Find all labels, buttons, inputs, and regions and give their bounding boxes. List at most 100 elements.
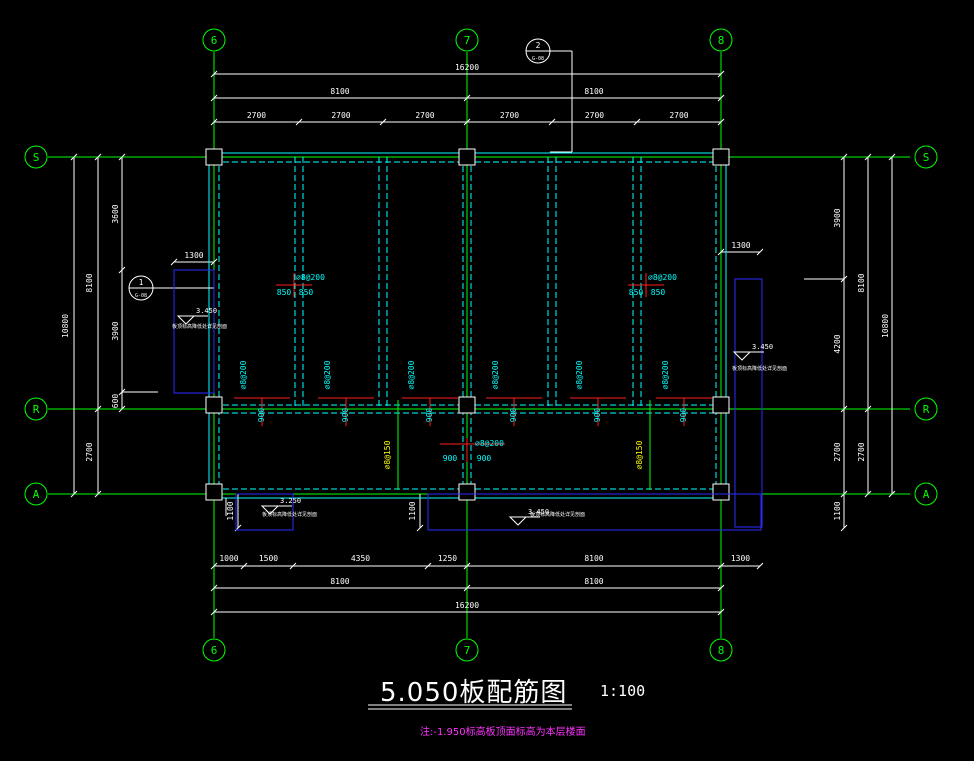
rebar-spec-support: ⌀8@200 — [491, 360, 500, 389]
dim-tick — [210, 118, 218, 126]
dim-half-top: 8100 — [330, 87, 349, 96]
dim-tick — [717, 248, 725, 256]
dim-segment-bottom: 1000 — [219, 554, 238, 563]
grid-column-label: 7 — [464, 34, 471, 47]
dim-left-inner: 3600 — [111, 204, 120, 223]
opening-note: 板顶标高降低处详见剖面 — [172, 323, 227, 330]
dim-right-bottom-offset: 1100 — [833, 501, 842, 520]
section-mark-number: 1 — [139, 278, 144, 287]
level-mark-value: 3.250 — [280, 497, 301, 505]
dim-bay-top: 2700 — [331, 111, 350, 120]
dim-tick — [633, 118, 641, 126]
column — [205, 396, 223, 414]
column — [458, 148, 476, 166]
grid-bubble-row — [914, 482, 938, 506]
grid-column-label: 7 — [464, 644, 471, 657]
opening-note: 板顶标高降低处详见剖面 — [732, 365, 787, 372]
level-mark-value: 3.450 — [752, 343, 773, 351]
dim-segment-bottom: 1500 — [259, 554, 278, 563]
dim-tick — [548, 118, 556, 126]
dim-right-inner: 3900 — [833, 208, 842, 227]
dim-tick — [463, 584, 471, 592]
column — [712, 148, 730, 166]
rebar-spec-upper: ⌀8@200 — [648, 273, 677, 282]
grid-column-label: 8 — [718, 644, 725, 657]
dim-tick — [94, 153, 102, 161]
section-mark-sheet: G-08 — [135, 293, 147, 299]
dim-bay-top: 2700 — [500, 111, 519, 120]
dim-left-mid: 8100 — [85, 273, 94, 292]
grid-bubble-row — [914, 397, 938, 421]
dim-tick — [416, 524, 424, 532]
dim-tick — [210, 608, 218, 616]
rebar-spec-lower: ⌀8@150 — [635, 440, 644, 469]
dim-tick — [210, 94, 218, 102]
opening-left — [173, 269, 215, 394]
dim-segment-bottom: 4350 — [351, 554, 370, 563]
grid-bubble-row — [24, 145, 48, 169]
dim-opening-right: 1300 — [731, 241, 750, 250]
dim-bay-top: 2700 — [669, 111, 688, 120]
grid-bubble-row — [914, 145, 938, 169]
dim-tick — [888, 490, 896, 498]
drawing-scale: 1:100 — [600, 682, 646, 700]
rebar-length-support: 900 — [509, 408, 518, 423]
dim-tick — [240, 562, 248, 570]
grid-bubble-column — [455, 28, 479, 52]
grid-column-label: 6 — [211, 34, 218, 47]
dim-tick — [840, 524, 848, 532]
column — [712, 396, 730, 414]
rebar-spec-upper: ⌀8@200 — [296, 273, 325, 282]
dim-segment-bottom: 1250 — [438, 554, 457, 563]
column — [712, 483, 730, 501]
column — [458, 396, 476, 414]
dim-tick — [424, 562, 432, 570]
dim-tick — [94, 490, 102, 498]
dim-tick — [118, 153, 126, 161]
grid-row-label: S — [33, 151, 40, 164]
dim-bottom-mid-offset: 1100 — [408, 501, 417, 520]
grid-row-label: R — [33, 403, 40, 416]
dim-right-inner: 4200 — [833, 334, 842, 353]
dim-right-mid: 2700 — [857, 442, 866, 461]
dim-tick — [756, 248, 764, 256]
dim-tick — [70, 490, 78, 498]
rebar-length-support: 900 — [341, 408, 350, 423]
opening-bottom-mid — [427, 493, 762, 531]
dim-left-inner: 3900 — [111, 321, 120, 340]
rebar-spec-support: ⌀8@200 — [323, 360, 332, 389]
opening-bottom-left — [235, 493, 294, 531]
rebar-spec-support: ⌀8@200 — [239, 360, 248, 389]
rebar-spec-lower: ⌀8@150 — [383, 440, 392, 469]
dim-tick — [463, 562, 471, 570]
dim-segment-bottom: 8100 — [584, 554, 603, 563]
dim-tick — [70, 153, 78, 161]
dim-tick — [864, 490, 872, 498]
dim-tick — [840, 490, 848, 498]
level-mark-value: 3.450 — [196, 307, 217, 315]
dim-right-mid: 8100 — [857, 273, 866, 292]
level-mark-triangle — [508, 516, 528, 526]
section-mark-sheet: G-08 — [532, 56, 544, 62]
dim-tick — [756, 562, 764, 570]
dim-tick — [717, 584, 725, 592]
grid-bubble-column — [202, 28, 226, 52]
dim-tick — [463, 94, 471, 102]
dim-half-bottom: 8100 — [584, 577, 603, 586]
dim-tick — [170, 258, 178, 266]
dim-left-inner: 600 — [111, 394, 120, 409]
grid-bubble-column — [709, 638, 733, 662]
rebar-spec-middle: ⌀8@200 — [475, 439, 504, 448]
dim-total-bottom: 16200 — [455, 601, 479, 610]
dim-tick — [118, 266, 126, 274]
dim-tick — [289, 562, 297, 570]
dim-bay-top: 2700 — [247, 111, 266, 120]
dim-right-outer: 10800 — [881, 314, 890, 338]
grid-row-label: A — [33, 488, 40, 501]
grid-bubble-column — [709, 28, 733, 52]
level-mark-triangle — [176, 315, 196, 325]
dim-tick — [864, 405, 872, 413]
dim-tick — [210, 584, 218, 592]
grid-column-label: 8 — [718, 34, 725, 47]
